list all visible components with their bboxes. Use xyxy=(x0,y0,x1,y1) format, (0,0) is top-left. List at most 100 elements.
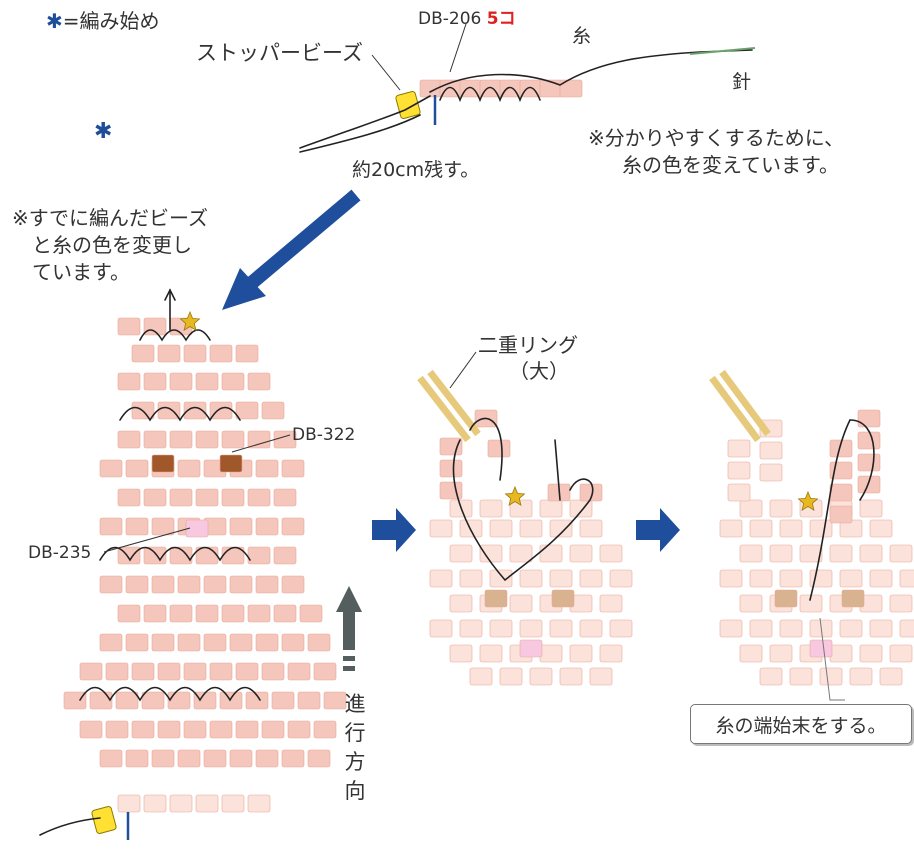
ring-right-1 xyxy=(709,375,761,443)
middle-figure-bead xyxy=(449,644,473,663)
body-bead xyxy=(209,401,233,420)
right-figure-bead xyxy=(739,594,763,613)
body-bead xyxy=(117,488,141,507)
body-bead xyxy=(125,459,149,478)
body-bead xyxy=(235,720,259,739)
top-strand-bead xyxy=(419,79,443,98)
body-bead xyxy=(79,662,103,681)
body-bead xyxy=(195,488,219,507)
direction-char-1: 進 xyxy=(344,692,366,716)
middle-figure-bead xyxy=(509,594,533,613)
direction-arrow-head xyxy=(336,586,362,612)
body-bead xyxy=(99,575,123,594)
body-bead xyxy=(169,488,193,507)
body-bead xyxy=(235,344,259,363)
body-bead xyxy=(247,604,271,623)
right-figure-bead xyxy=(829,544,853,563)
body-bead xyxy=(167,691,191,710)
note-line-2: と糸の色を変更し xyxy=(32,233,192,257)
right-ear-bead-2 xyxy=(829,505,853,524)
right-ear-left xyxy=(727,439,751,458)
body-bead xyxy=(99,749,123,768)
body-bead xyxy=(183,401,207,420)
body-bead xyxy=(141,691,165,710)
middle-figure-bead xyxy=(539,644,563,663)
label-db235: DB-235 xyxy=(28,543,92,563)
middle-figure-bead xyxy=(429,519,453,538)
right-figure-bead xyxy=(819,667,843,686)
middle-figure-bead xyxy=(579,519,603,538)
body-bead xyxy=(219,691,243,710)
right-figure-bead xyxy=(869,519,893,538)
body-thread-2 xyxy=(119,406,241,422)
ring-label-line1: 二重リング xyxy=(478,333,578,357)
middle-figure-bead xyxy=(549,519,573,538)
right-figure-bead xyxy=(719,569,743,588)
right-figure-bead xyxy=(739,644,763,663)
body-bead xyxy=(287,720,311,739)
middle-ear-bead xyxy=(439,437,463,456)
direction-dash-2 xyxy=(343,666,355,671)
body-bead xyxy=(281,575,305,594)
body-bead xyxy=(297,691,321,710)
body-bead xyxy=(281,459,305,478)
ring-leader-line xyxy=(449,351,477,389)
direction-arrow-shaft xyxy=(343,610,355,650)
body-bead xyxy=(195,430,219,449)
body-bead xyxy=(169,604,193,623)
middle-figure-bead xyxy=(479,499,503,518)
start-symbol-icon: ✱ xyxy=(46,9,63,33)
thread-to-needle xyxy=(429,49,753,93)
label-db322: DB-322 xyxy=(292,425,356,445)
body-bead xyxy=(169,430,193,449)
bead-code-db206: DB-206 xyxy=(418,9,482,29)
body-bead xyxy=(105,720,129,739)
middle-figure-bead xyxy=(459,519,483,538)
body-bead xyxy=(131,344,155,363)
body-bead xyxy=(261,662,285,681)
body-bead xyxy=(247,488,271,507)
ring-middle-1 xyxy=(417,375,471,443)
body-bead xyxy=(125,749,149,768)
right-ear-left xyxy=(727,461,751,480)
middle-figure-nose xyxy=(519,639,543,658)
middle-figure-bead xyxy=(429,569,453,588)
body-bead xyxy=(125,575,149,594)
stopper-beads-label: ストッパービーズ xyxy=(196,41,363,65)
body-bead xyxy=(143,604,167,623)
right-ear-bead-2 xyxy=(829,439,853,458)
right-thread-loop xyxy=(849,419,875,501)
body-bead xyxy=(271,691,295,710)
right-figure-bead xyxy=(749,569,773,588)
body-bead xyxy=(307,749,331,768)
body-bead xyxy=(99,633,123,652)
body-bead xyxy=(203,633,227,652)
right-figure-bead xyxy=(769,544,793,563)
middle-thread-up xyxy=(554,439,561,501)
right-ear-bead-2 xyxy=(829,483,853,502)
ring-right-2 xyxy=(719,369,771,437)
right-figure-bead xyxy=(899,569,914,588)
body-bead xyxy=(157,401,181,420)
thread-label: 糸 xyxy=(572,25,592,47)
body-bead xyxy=(151,517,175,536)
bead-count: 5コ xyxy=(486,9,516,29)
body-bead xyxy=(255,459,279,478)
body-bead xyxy=(273,546,297,565)
thread-tail-top-2 xyxy=(299,114,421,153)
body-bead xyxy=(307,633,331,652)
right-figure-bead xyxy=(769,644,793,663)
body-bead xyxy=(235,401,259,420)
direction-label: 進 行 方 向 xyxy=(335,690,375,806)
middle-figure-bead xyxy=(609,619,633,638)
body-bead xyxy=(125,633,149,652)
bead-top-label: DB-206 5コ xyxy=(418,8,516,30)
body-bead xyxy=(105,662,129,681)
right-figure-bead xyxy=(779,619,803,638)
finish-callout: 糸の端始末をする。 xyxy=(690,704,912,744)
body-bead xyxy=(117,317,141,336)
body-thread-3 xyxy=(99,546,251,562)
right-figure-bead xyxy=(759,667,783,686)
thread-loops-top xyxy=(439,86,541,103)
right-figure-bead xyxy=(869,619,893,638)
